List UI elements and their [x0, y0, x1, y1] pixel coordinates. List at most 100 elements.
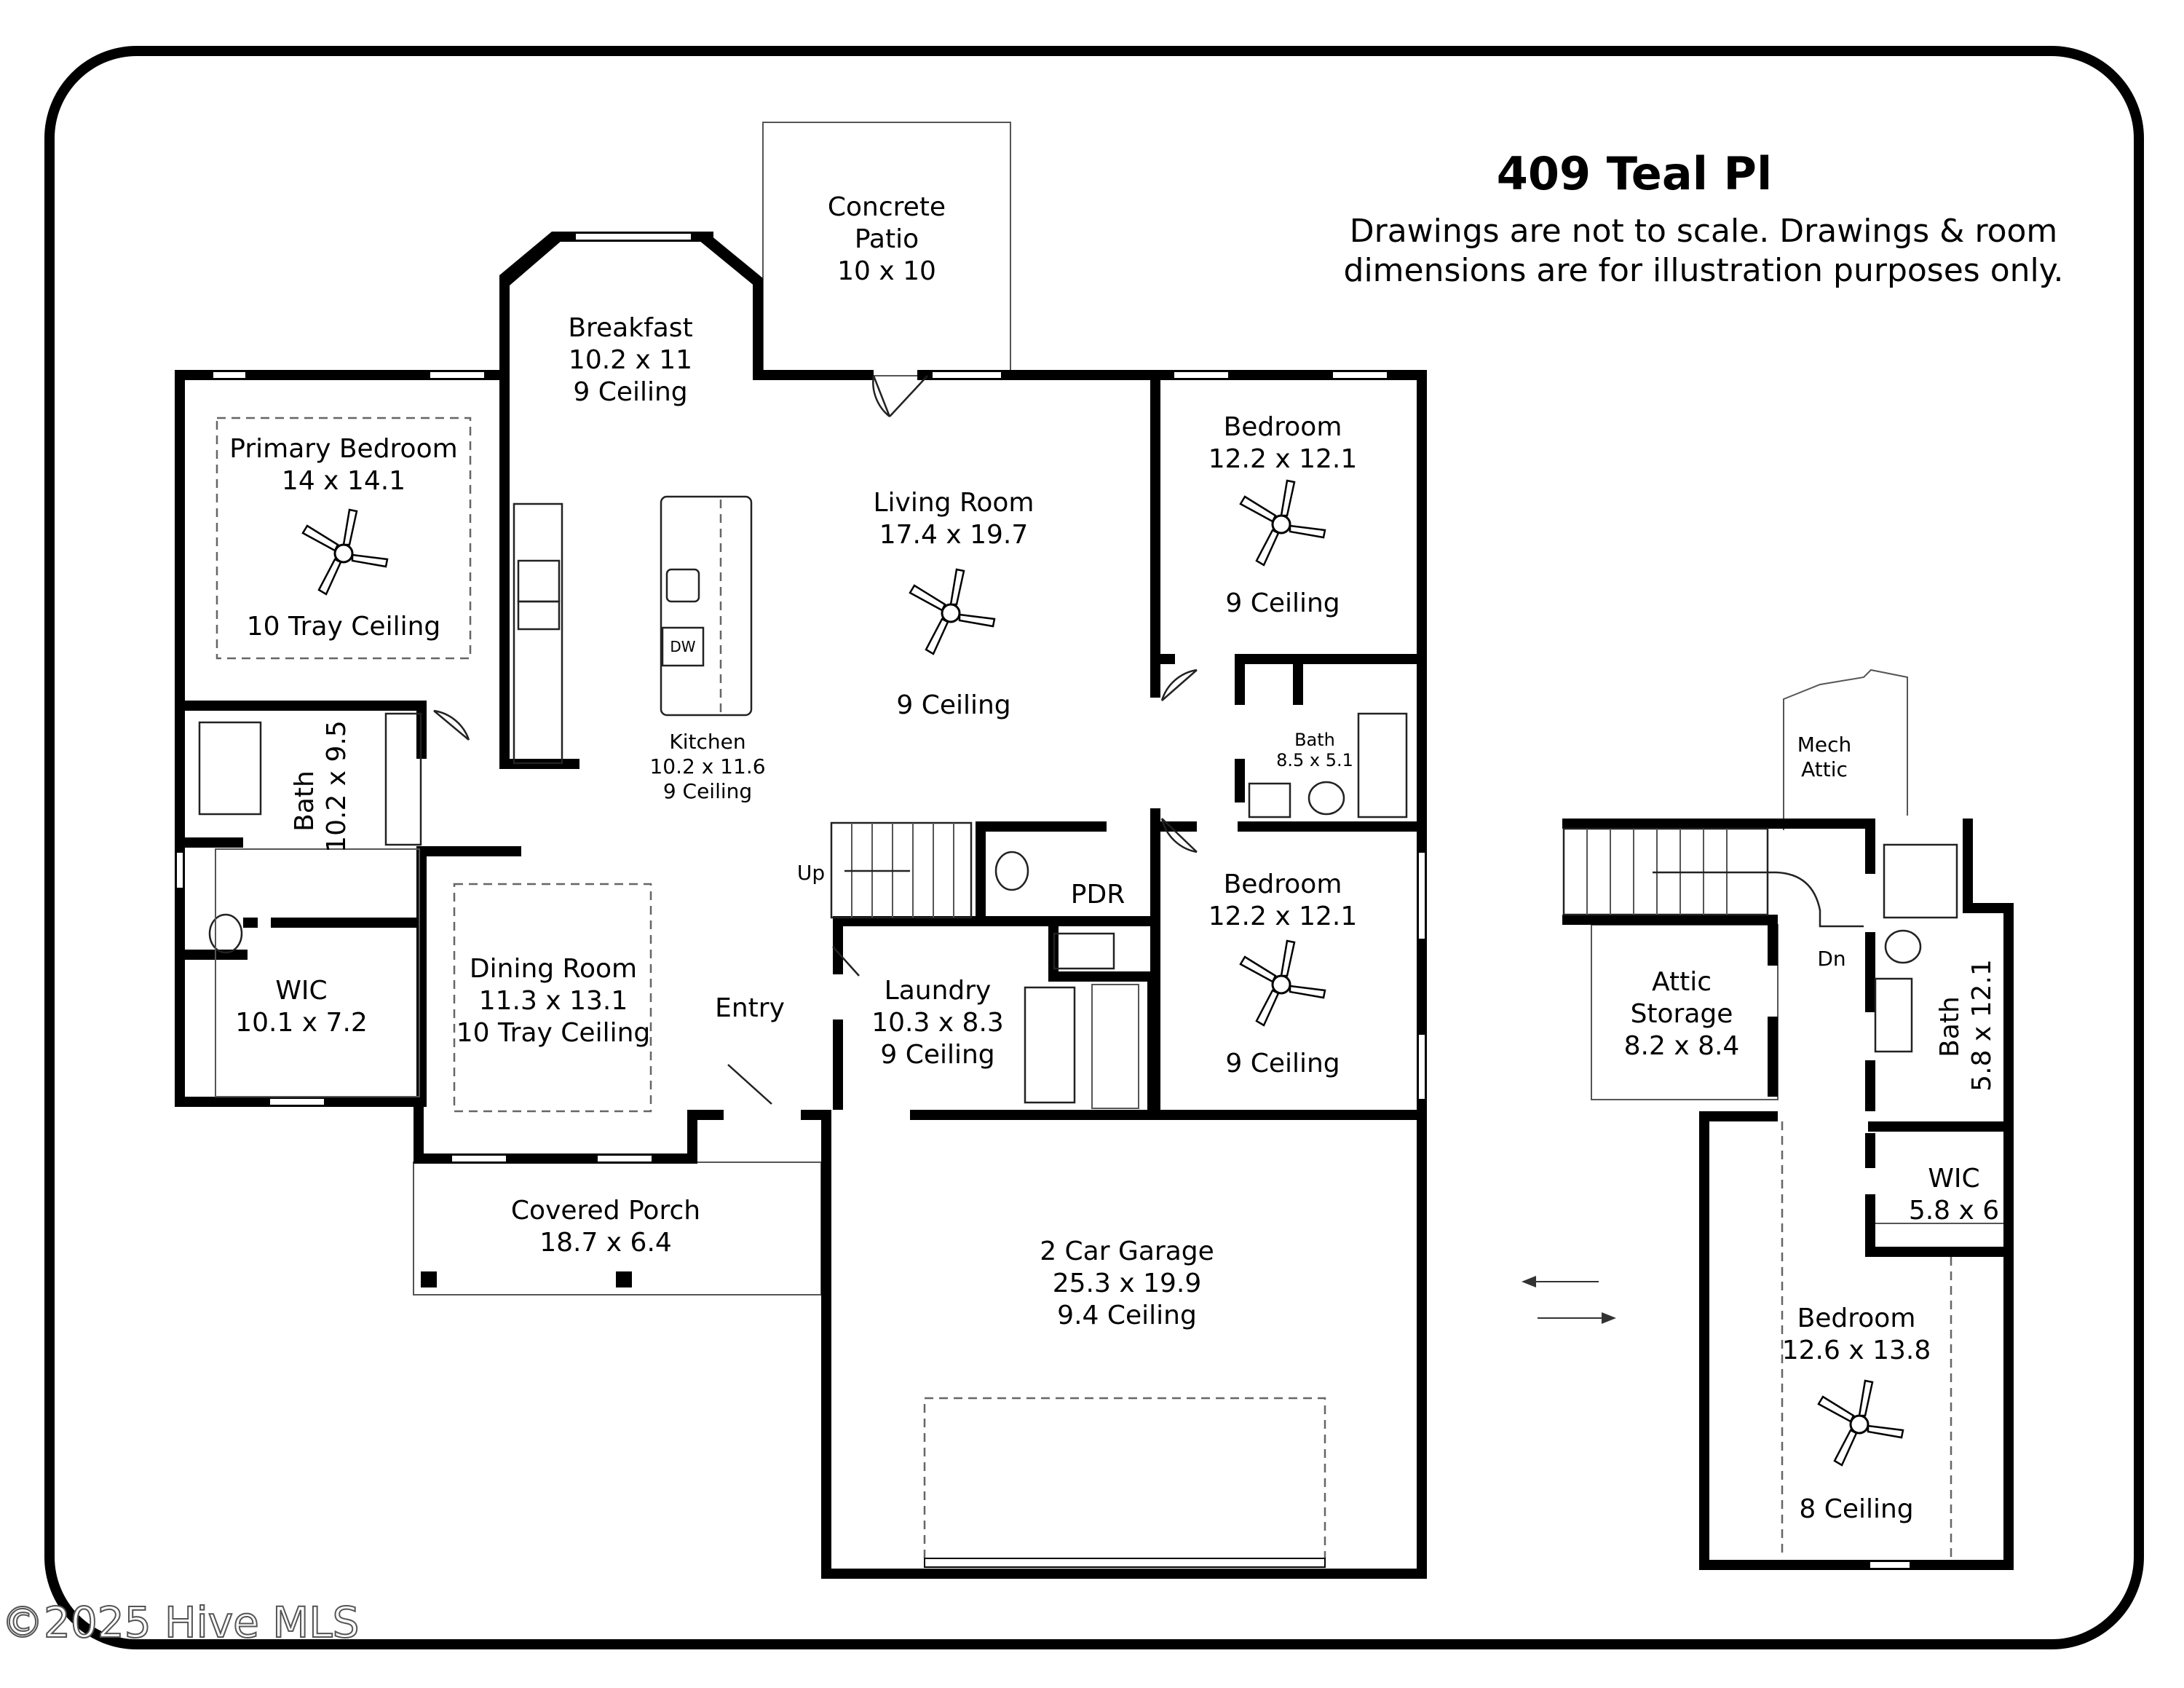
bath-upper-name: Bath — [1935, 996, 1965, 1057]
bath-primary-dims: 10.2 x 9.5 — [322, 720, 352, 853]
page-frame — [44, 46, 2144, 1649]
bath-main-dims: 8.5 x 5.1 — [1276, 750, 1353, 770]
upper-stairs — [1562, 827, 1864, 928]
kitchen-dims: 10.2 x 11.6 — [649, 754, 765, 778]
primary-ceiling: 10 Tray Ceiling — [247, 612, 441, 642]
ceiling-fan-icon — [301, 508, 389, 596]
upper-walls — [1562, 819, 2014, 1570]
bedroom1-dims: 12.2 x 12.1 — [1208, 444, 1358, 474]
dining-name: Dining Room — [470, 954, 637, 984]
primary-tray-outline — [215, 417, 472, 660]
attic-storage-name-2: Storage — [1631, 999, 1733, 1029]
laundry-dims: 10.3 x 8.3 — [871, 1008, 1004, 1038]
entry-name: Entry — [715, 993, 785, 1023]
bedroom3-dims: 12.6 x 13.8 — [1782, 1336, 1931, 1365]
shower-icon — [1883, 843, 1958, 919]
door-swings — [433, 375, 1198, 1105]
living-name: Living Room — [874, 488, 1034, 518]
patio-name-2: Patio — [855, 224, 919, 254]
vanity-counter — [384, 712, 422, 846]
main-floor: DW — [175, 122, 1427, 1579]
garage-dims: 25.3 x 19.9 — [1053, 1269, 1202, 1298]
wic-shelving — [215, 848, 420, 1097]
attic-storage-dims: 8.2 x 8.4 — [1624, 1031, 1740, 1061]
bathtub-icon — [1357, 712, 1408, 819]
windows — [175, 232, 1426, 1163]
wic-primary-dims: 10.1 x 7.2 — [235, 1008, 368, 1038]
bedroom1-ceiling: 9 Ceiling — [1225, 588, 1340, 618]
vanity-icon — [1053, 932, 1115, 970]
bedroom2-ceiling: 9 Ceiling — [1225, 1049, 1340, 1078]
bath-primary-name: Bath — [290, 770, 320, 832]
wic-upper-name: WIC — [1928, 1164, 1979, 1194]
kitchen-counter — [513, 502, 563, 765]
mls-watermark: ©2025 Hive MLS — [1, 1598, 359, 1647]
primary-name: Primary Bedroom — [229, 434, 457, 464]
closet-shelf — [1091, 984, 1139, 1109]
dishwasher-label: DW — [670, 638, 695, 655]
upper-floor — [1562, 669, 2014, 1570]
range-icon — [517, 559, 561, 603]
patio-dims: 10 x 10 — [837, 256, 936, 286]
interior-walls — [175, 370, 1417, 1120]
vanity-icon — [1874, 977, 1913, 1053]
pdr-name: PDR — [1071, 880, 1125, 910]
bedroom3-name: Bedroom — [1797, 1304, 1916, 1333]
patio-outline — [762, 122, 1011, 376]
dining-ceiling: 10 Tray Ceiling — [456, 1018, 651, 1048]
room-labels: Concrete Patio 10 x 10 Breakfast 10.2 x … — [229, 192, 1999, 1524]
main-stairs — [830, 821, 973, 919]
porch-dims: 18.7 x 6.4 — [539, 1228, 672, 1258]
dining-tray-outline — [453, 883, 652, 1113]
toilet-icon — [1884, 929, 1922, 964]
toilet-icon — [994, 851, 1029, 891]
garage-door — [924, 1558, 1326, 1568]
dishwasher — [661, 626, 705, 667]
living-ceiling: 9 Ceiling — [896, 690, 1010, 720]
mech-attic-outline — [1783, 669, 1908, 830]
toilet-icon — [1307, 781, 1345, 816]
shower-icon — [198, 721, 262, 816]
kitchen-name: Kitchen — [669, 730, 745, 754]
disclaimer-line-1: Drawings are not to scale. Drawings & ro… — [1350, 213, 2058, 250]
porch-post — [421, 1271, 437, 1287]
range-icon — [517, 600, 561, 631]
ceiling-fan-icon — [1239, 939, 1326, 1027]
sink-icon — [665, 568, 700, 603]
primary-dims: 14 x 14.1 — [282, 466, 405, 496]
living-dims: 17.4 x 19.7 — [879, 520, 1029, 550]
wic-primary-name: WIC — [275, 976, 327, 1006]
address-title: 409 Teal Pl — [1497, 147, 1772, 200]
dining-dims: 11.3 x 13.1 — [479, 986, 628, 1016]
ceiling-fan-icon — [909, 568, 996, 655]
breakfast-dims: 10.2 x 11 — [569, 345, 692, 375]
kitchen-island — [660, 495, 753, 717]
garage-name: 2 Car Garage — [1040, 1237, 1214, 1266]
wic-upper-dims: 5.8 x 6 — [1909, 1196, 1999, 1226]
bedroom1-name: Bedroom — [1224, 412, 1342, 442]
bath-upper-dims: 5.8 x 12.1 — [1967, 959, 1997, 1092]
porch-name: Covered Porch — [511, 1196, 700, 1226]
bedroom2-name: Bedroom — [1224, 869, 1342, 899]
vanity-icon — [1248, 782, 1291, 819]
ceiling-fan-icon — [1239, 479, 1326, 567]
disclaimer-line-2: dimensions are for illustration purposes… — [1344, 252, 2064, 289]
stairs-dn-label: Dn — [1817, 947, 1845, 971]
mech-attic-name-1: Mech — [1797, 733, 1852, 757]
porch-post — [616, 1271, 632, 1287]
ceiling-fan-icon — [1817, 1379, 1904, 1467]
floor-link-arrows — [1522, 1276, 1616, 1324]
bedroom3-ceiling: 8 Ceiling — [1799, 1494, 1913, 1524]
toilet-icon — [208, 913, 243, 954]
bath-main-name: Bath — [1294, 730, 1335, 750]
stairs-up-label: Up — [797, 861, 825, 885]
laundry-ceiling: 9 Ceiling — [880, 1040, 994, 1070]
garage-slab-outline — [923, 1397, 1326, 1558]
breakfast-ceiling: 9 Ceiling — [573, 377, 687, 407]
bedroom2-dims: 12.2 x 12.1 — [1208, 902, 1358, 931]
mech-attic-name-2: Attic — [1801, 757, 1848, 781]
washer-dryer-icon — [1024, 986, 1076, 1104]
attic-storage-name-1: Attic — [1652, 967, 1712, 997]
garage-ceiling: 9.4 Ceiling — [1057, 1301, 1197, 1330]
